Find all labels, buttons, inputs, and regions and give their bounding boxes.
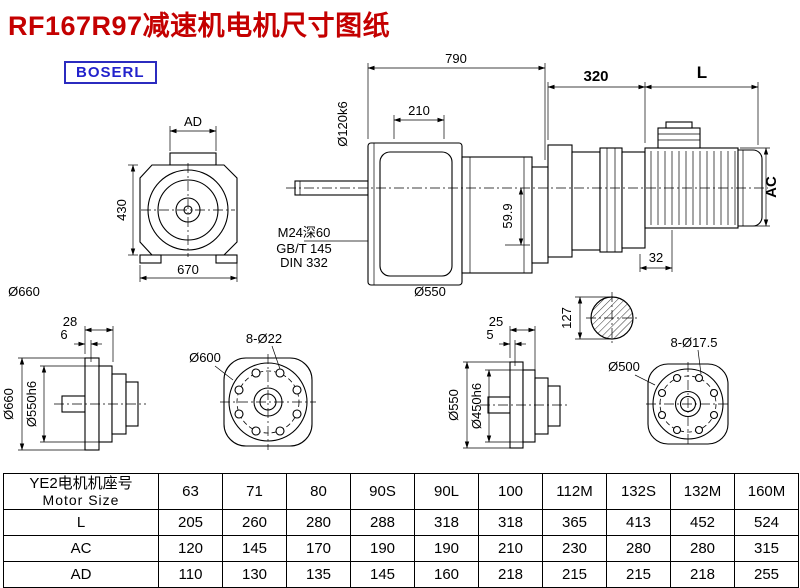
value-cell: 130	[222, 561, 287, 588]
technical-drawing: AD 430 670 Ø660	[1, 51, 780, 451]
value-cell: 190	[414, 535, 479, 562]
size-cell: 80	[286, 473, 351, 510]
dim-label-32: 32	[649, 250, 663, 265]
size-cell: 100	[478, 473, 543, 510]
terminal-box	[657, 127, 701, 149]
dim-label-600: Ø600	[189, 350, 221, 365]
table-row-ac: AC 120 145 170 190 190 210 230 280 280 3…	[3, 535, 799, 562]
dim-label-L: L	[697, 63, 707, 82]
value-cell: 210	[478, 535, 543, 562]
table-row-l: L 205 260 280 288 318 318 365 413 452 52…	[3, 509, 799, 536]
value-cell: 280	[286, 509, 351, 536]
value-cell: 110	[158, 561, 223, 588]
main-side-view: 790 210 Ø120k6 M24深60 GB/T 145 DIN 332 5…	[276, 51, 549, 299]
note-din332: DIN 332	[280, 255, 328, 270]
dim-label-8x22: 8-Ø22	[246, 331, 282, 346]
value-cell: 365	[542, 509, 607, 536]
dim-label-500: Ø500	[608, 359, 640, 374]
value-cell: 145	[222, 535, 287, 562]
brand-logo: BOSERL	[64, 61, 157, 84]
value-cell: 280	[670, 535, 735, 562]
value-cell: 205	[158, 509, 223, 536]
dim-label-210: 210	[408, 103, 430, 118]
dim-label-8x17-5: 8-Ø17.5	[671, 335, 718, 350]
page-title: RF167R97减速机电机尺寸图纸	[8, 11, 391, 41]
dim-label-shaft-diameter: Ø120k6	[335, 101, 350, 147]
dim-label-790: 790	[445, 51, 467, 66]
value-cell: 255	[734, 561, 799, 588]
dim-label-670: 670	[177, 262, 199, 277]
value-cell: 315	[734, 535, 799, 562]
value-cell: 135	[286, 561, 351, 588]
value-cell: 218	[670, 561, 735, 588]
value-cell: 160	[414, 561, 479, 588]
value-cell: 215	[606, 561, 671, 588]
table-header-cell: YE2电机机座号 Motor Size	[3, 473, 159, 510]
size-cell: 63	[158, 473, 223, 510]
size-cell: 90L	[414, 473, 479, 510]
value-cell: 145	[350, 561, 415, 588]
dim-label-550h6: Ø550h6	[24, 381, 39, 427]
value-cell: 288	[350, 509, 415, 536]
value-cell: 318	[414, 509, 479, 536]
value-cell: 260	[222, 509, 287, 536]
table-row-ad: AD 110 130 135 145 160 218 215 215 218 2…	[3, 561, 799, 588]
value-cell: 215	[542, 561, 607, 588]
table-header-row: YE2电机机座号 Motor Size 63 71 80 90S 90L 100…	[3, 473, 799, 510]
front-view: AD 430 670 Ø660	[8, 114, 238, 299]
row-label-ac: AC	[3, 535, 159, 562]
dim-label-450h6: Ø450h6	[469, 383, 484, 429]
size-cell: 160M	[734, 473, 799, 510]
value-cell: 218	[478, 561, 543, 588]
value-cell: 280	[606, 535, 671, 562]
value-cell: 318	[478, 509, 543, 536]
note-thread-m24: M24深60	[278, 225, 331, 240]
dim-label-660-front: Ø660	[8, 284, 40, 299]
flange-face-view-2: Ø500 8-Ø17.5	[608, 335, 730, 446]
table-header-en: Motor Size	[42, 492, 120, 508]
flange-side-view-1: 28 6 Ø660 Ø550h6	[1, 314, 146, 451]
value-cell: 170	[286, 535, 351, 562]
dim-label-5: 5	[486, 327, 493, 342]
row-label-l: L	[3, 509, 159, 536]
motor-size-table: YE2电机机座号 Motor Size 63 71 80 90S 90L 100…	[3, 473, 799, 588]
size-cell: 112M	[542, 473, 607, 510]
dim-label-550-b3: Ø550	[446, 389, 461, 421]
dim-label-59-9: 59.9	[500, 203, 515, 228]
size-cell: 132M	[670, 473, 735, 510]
dim-label-6: 6	[60, 327, 67, 342]
size-cell: 90S	[350, 473, 415, 510]
size-cell: 132S	[606, 473, 671, 510]
dim-label-550-main: Ø550	[414, 284, 446, 299]
dim-label-320: 320	[583, 68, 608, 85]
value-cell: 120	[158, 535, 223, 562]
value-cell: 452	[670, 509, 735, 536]
row-label-ad: AD	[3, 561, 159, 588]
table-header-cn: YE2电机机座号	[29, 475, 133, 492]
value-cell: 524	[734, 509, 799, 536]
motor-view: 320 L AC 32 127	[286, 63, 780, 345]
dim-label-ad: AD	[184, 114, 202, 129]
flange-face-view-1: Ø600 8-Ø22	[189, 331, 316, 450]
value-cell: 413	[606, 509, 671, 536]
value-cell: 230	[542, 535, 607, 562]
note-gbt145: GB/T 145	[276, 241, 331, 256]
dim-label-25: 25	[489, 314, 503, 329]
dim-label-ac: AC	[763, 176, 780, 198]
size-cell: 71	[222, 473, 287, 510]
dim-label-127: 127	[559, 307, 574, 329]
dim-label-28: 28	[63, 314, 77, 329]
flange-side-view-2: 25 5 Ø550 Ø450h6	[446, 314, 568, 449]
dim-label-430: 430	[114, 199, 129, 221]
value-cell: 190	[350, 535, 415, 562]
dim-label-660-b1: Ø660	[1, 388, 16, 420]
